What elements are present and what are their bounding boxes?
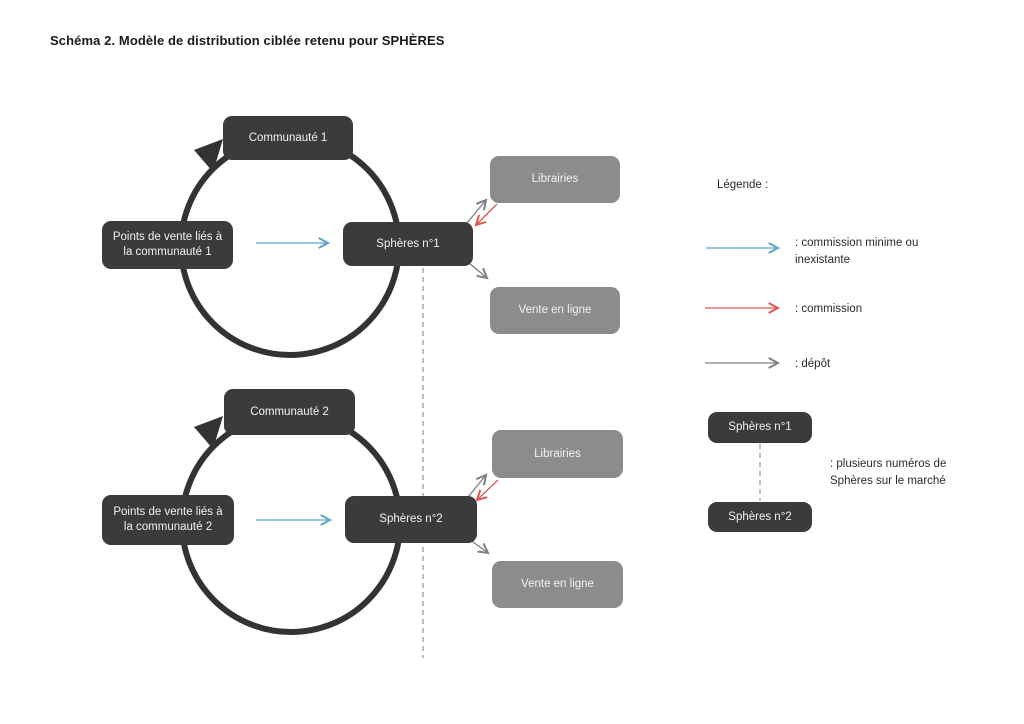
spheres-1-box: Sphères n°1 — [343, 222, 473, 266]
depot-arrow-1-librairies — [466, 198, 488, 224]
legend-label-commission-minime: : commission minime ou inexistante — [795, 237, 919, 266]
points-of-sale-1-box: Points de vente liés à la communauté 1 — [102, 221, 233, 269]
page-title: Schéma 2. Modèle de distribution ciblée … — [50, 33, 445, 48]
vente-en-ligne-1-box: Vente en ligne — [490, 287, 620, 334]
vente-en-ligne-2-box: Vente en ligne — [492, 561, 623, 608]
commission-arrow-1 — [474, 203, 498, 227]
spheres-2-box: Sphères n°2 — [345, 496, 477, 543]
legend-label-commission: : commission — [795, 303, 863, 315]
librairies-1-box: Librairies — [490, 156, 620, 203]
cycle-arrowhead-1-icon — [194, 139, 223, 172]
legend-heading: Légende : — [717, 179, 769, 191]
cycle-arrowhead-2-icon — [194, 416, 223, 449]
community-1-box: Communauté 1 — [223, 116, 353, 160]
legend-label-plusieurs-numeros: : plusieurs numéros de Sphères sur le ma… — [830, 458, 947, 487]
legend-spheres-1-box: Sphères n°1 — [708, 412, 812, 443]
commission-arrow-2 — [475, 479, 499, 502]
legend-label-depot: : dépôt — [795, 358, 831, 370]
depot-arrow-2-librairies — [467, 473, 488, 498]
legend-spheres-2-box: Sphères n°2 — [708, 502, 812, 532]
librairies-2-box: Librairies — [492, 430, 623, 478]
depot-arrow-1-vente-en-ligne — [468, 262, 489, 280]
community-2-box: Communauté 2 — [224, 389, 355, 435]
points-of-sale-2-box: Points de vente liés à la communauté 2 — [102, 495, 234, 545]
